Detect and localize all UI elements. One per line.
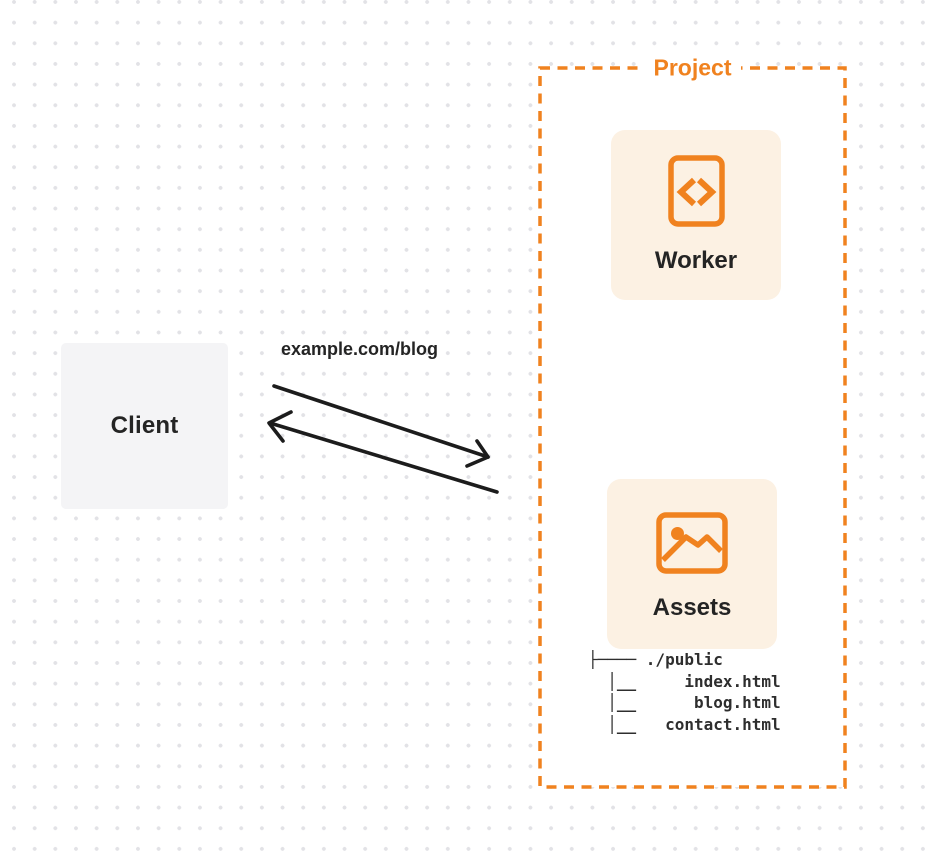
image-icon [656,512,728,574]
response-arrow [267,410,499,494]
project-title: Project [643,54,742,82]
request-url-label: example.com/blog [281,339,439,359]
worker-label: Worker [654,247,738,274]
assets-label: Assets [652,594,732,621]
client-node: Client [61,343,228,509]
client-label: Client [110,412,179,439]
request-arrow [272,384,490,468]
tree-line-blog: │__ blog.html [588,693,781,712]
assets-file-tree: ├──── ./public │__ index.html │__ blog.h… [588,649,781,735]
tree-line-public: ├──── ./public [588,650,723,669]
assets-node: Assets [607,479,777,649]
project-container: Project Worker Assets ├──── ./public │__… [538,54,847,789]
code-document-icon [667,155,725,227]
worker-node: Worker [611,130,781,300]
tree-line-index: │__ index.html [588,671,781,691]
project-dashed-border [538,66,847,789]
tree-line-contact: │__ contact.html [588,714,781,734]
